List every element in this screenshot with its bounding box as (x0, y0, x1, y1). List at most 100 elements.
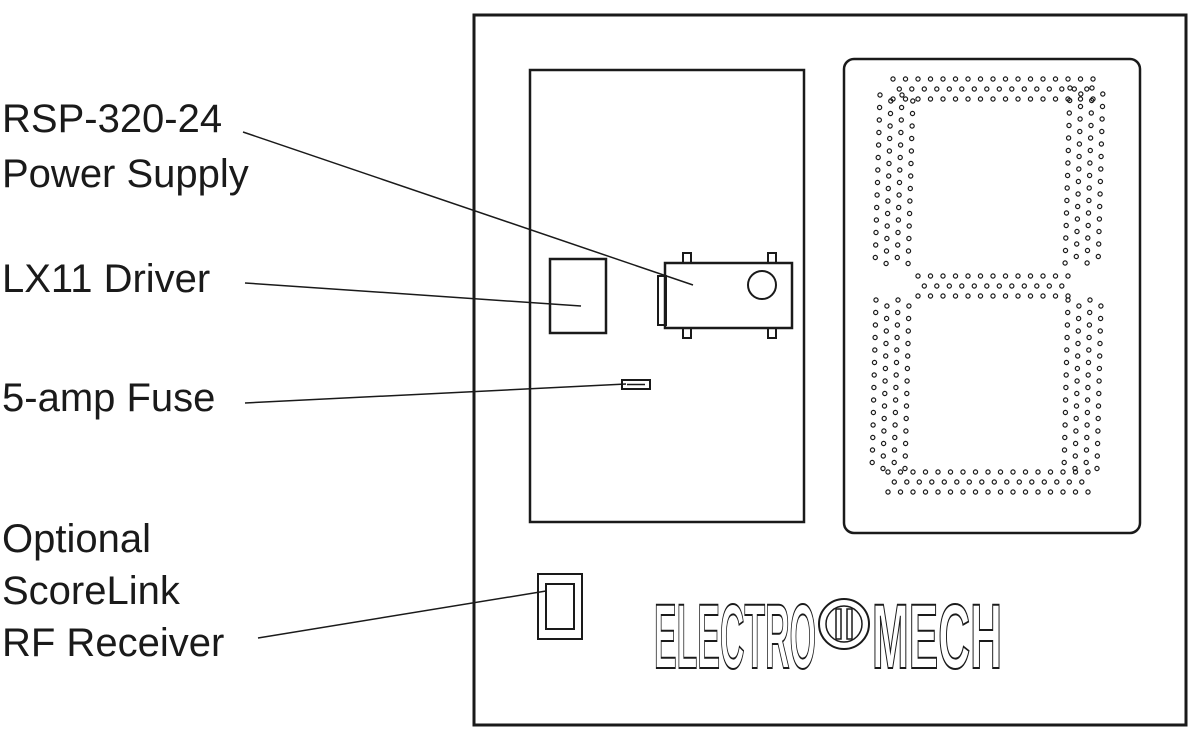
led-dot (883, 340, 889, 347)
label-receiver-line2: ScoreLink (2, 569, 181, 613)
led-dot (1046, 283, 1053, 289)
fuse-body (621, 379, 651, 390)
led-dot (1075, 315, 1082, 322)
led-dot (1100, 91, 1106, 97)
led-dot (904, 378, 910, 384)
led-dot (997, 489, 1004, 495)
led-dot (990, 96, 996, 102)
led-dot (1096, 216, 1103, 222)
led-dot (1063, 222, 1069, 229)
led-dot (1074, 353, 1081, 359)
led-dot (1084, 260, 1090, 266)
led-dot (1083, 447, 1090, 453)
led-dot (884, 223, 890, 229)
led-dot (904, 390, 910, 397)
led-dot (940, 96, 946, 102)
led-dot (959, 283, 965, 289)
power-supply-body (663, 261, 794, 330)
led-dot (952, 96, 959, 102)
led-dot (1072, 453, 1079, 459)
led-dot (1074, 365, 1081, 372)
led-dot (895, 229, 901, 236)
led-dot (954, 479, 960, 485)
led-dot (946, 86, 953, 92)
led-dot (1098, 166, 1104, 172)
led-dot (1064, 197, 1070, 204)
cabinet-outline (472, 13, 1188, 727)
led-dot (1062, 260, 1068, 266)
power-supply-mount-tab (682, 327, 692, 339)
led-dot (997, 469, 1004, 475)
led-dot (934, 283, 940, 289)
led-dot (915, 293, 921, 299)
led-dot (990, 273, 996, 279)
led-dot (1066, 110, 1073, 116)
led-dot (1021, 86, 1028, 92)
led-dot (934, 86, 940, 92)
leader-line-driver (244, 282, 582, 307)
led-dot (927, 293, 934, 299)
led-dot (873, 217, 880, 223)
power-supply-mount-tab (767, 252, 777, 264)
led-dot (1063, 372, 1069, 378)
led-dot (915, 273, 921, 279)
led-dot (883, 328, 890, 334)
led-dot (1085, 210, 1092, 216)
led-dot (905, 353, 911, 359)
led-dot (1085, 222, 1091, 229)
led-dot (1034, 86, 1040, 92)
leader-line-receiver (257, 590, 547, 639)
led-dot (885, 198, 891, 204)
led-dot (1052, 293, 1059, 299)
led-dot (1075, 191, 1081, 197)
led-dot (883, 260, 889, 267)
led-dot (891, 479, 898, 485)
led-dot (952, 273, 959, 279)
led-dot (1097, 315, 1104, 322)
led-dot (1084, 409, 1091, 416)
led-dot (870, 409, 877, 416)
led-dot (1040, 96, 1046, 102)
led-dot (1062, 247, 1069, 254)
led-dot (906, 223, 912, 229)
led-dot (1022, 489, 1029, 495)
led-dot (915, 96, 921, 102)
led-dot (1076, 141, 1083, 147)
led-dot (873, 309, 879, 316)
led-dot (1052, 273, 1059, 279)
led-dot (1096, 228, 1102, 235)
led-dot (1065, 160, 1071, 166)
led-dot (1097, 191, 1103, 197)
led-dot (1084, 434, 1090, 441)
led-dot (1097, 178, 1104, 185)
led-dot (1086, 347, 1092, 353)
led-dot (905, 328, 912, 334)
led-dot (1021, 283, 1028, 289)
led-dot (965, 76, 971, 82)
led-dot (1095, 241, 1102, 247)
led-dot (1099, 116, 1105, 122)
label-power-supply: RSP-320-24 Power Supply (2, 97, 249, 196)
led-dot (1035, 489, 1041, 495)
led-dot (952, 293, 959, 299)
led-dot (1029, 479, 1035, 485)
led-dot (903, 403, 910, 409)
led-dot (896, 86, 903, 92)
led-dot (1096, 365, 1103, 372)
led-dot (1087, 297, 1093, 303)
led-dot (905, 248, 912, 254)
rf-receiver (537, 573, 583, 640)
led-dot (1002, 273, 1009, 279)
led-dot (871, 384, 877, 391)
led-dot (1047, 469, 1054, 475)
led-dot (916, 479, 923, 485)
led-dot (966, 479, 973, 485)
led-dot (1074, 378, 1080, 384)
led-dot (1099, 103, 1106, 110)
led-dot (985, 489, 991, 495)
led-dot (977, 293, 984, 299)
led-dot (906, 235, 912, 242)
led-dot (1087, 135, 1094, 141)
led-dot (896, 192, 902, 198)
